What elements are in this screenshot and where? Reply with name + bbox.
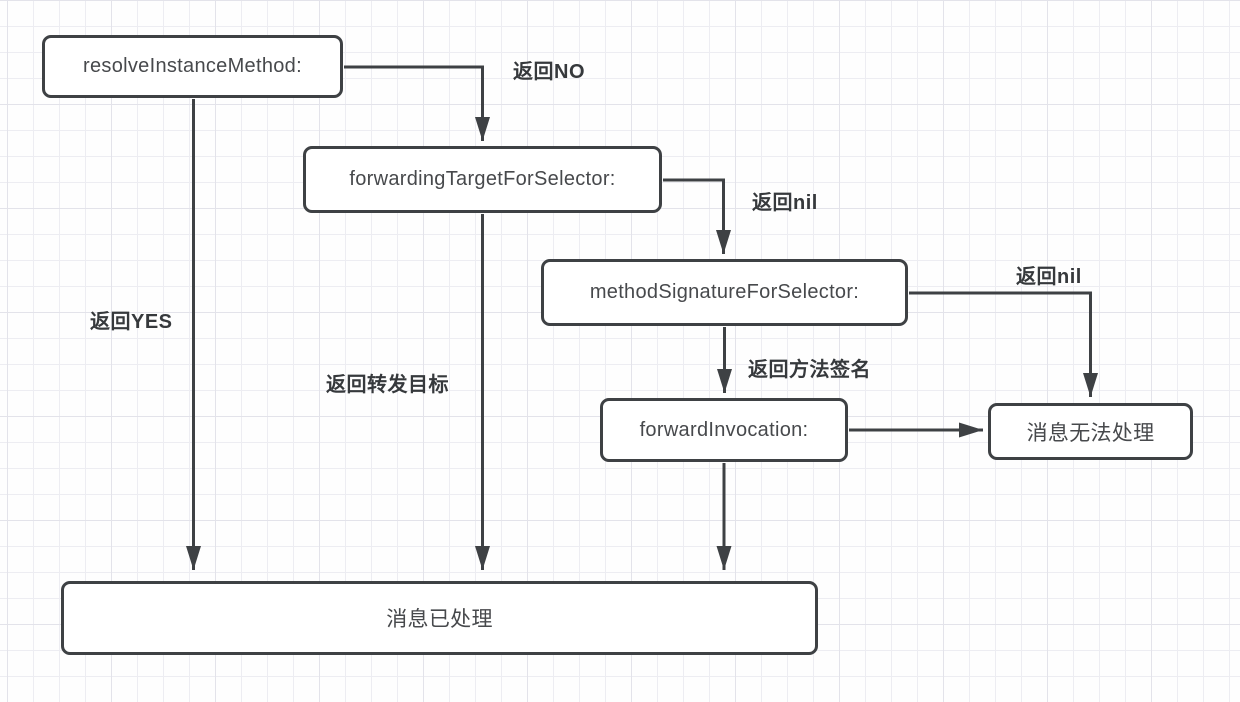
node-forwarding-target-for-selector: forwardingTargetForSelector: [303,146,662,213]
node-method-signature-for-selector: methodSignatureForSelector: [541,259,908,326]
edge-label-return-method-signature: 返回方法签名 [748,359,871,381]
node-method-signature-for-selector-label: methodSignatureForSelector: [589,281,860,303]
edge-label-return-yes: 返回YES [90,311,173,333]
node-message-unhandled: 消息无法处理 [988,403,1193,460]
node-resolve-instance-method: resolveInstanceMethod: [42,35,343,98]
node-forward-invocation-label: forwardInvocation: [639,418,809,441]
node-forwarding-target-for-selector-label: forwardingTargetForSelector: [349,168,616,190]
node-message-handled-label: 消息已处理 [386,608,493,631]
edge-forwarding-target-to-method-signature [663,178,731,254]
edge-label-return-no: 返回NO [513,61,585,83]
edge-resolve-to-forwarding-target [344,65,490,141]
edge-label-return-forwarding-target: 返回转发目标 [326,374,449,396]
edge-label-return-nil-to-method-signature: 返回nil [752,192,818,214]
node-message-unhandled-label: 消息无法处理 [1026,421,1155,445]
node-resolve-instance-method-label: resolveInstanceMethod: [83,55,302,77]
node-forward-invocation: forwardInvocation: [600,398,848,462]
edge-method-signature-to-unhandled [909,291,1098,397]
node-message-handled: 消息已处理 [61,581,818,655]
edge-label-return-nil-to-unhandled: 返回nil [1016,266,1082,288]
